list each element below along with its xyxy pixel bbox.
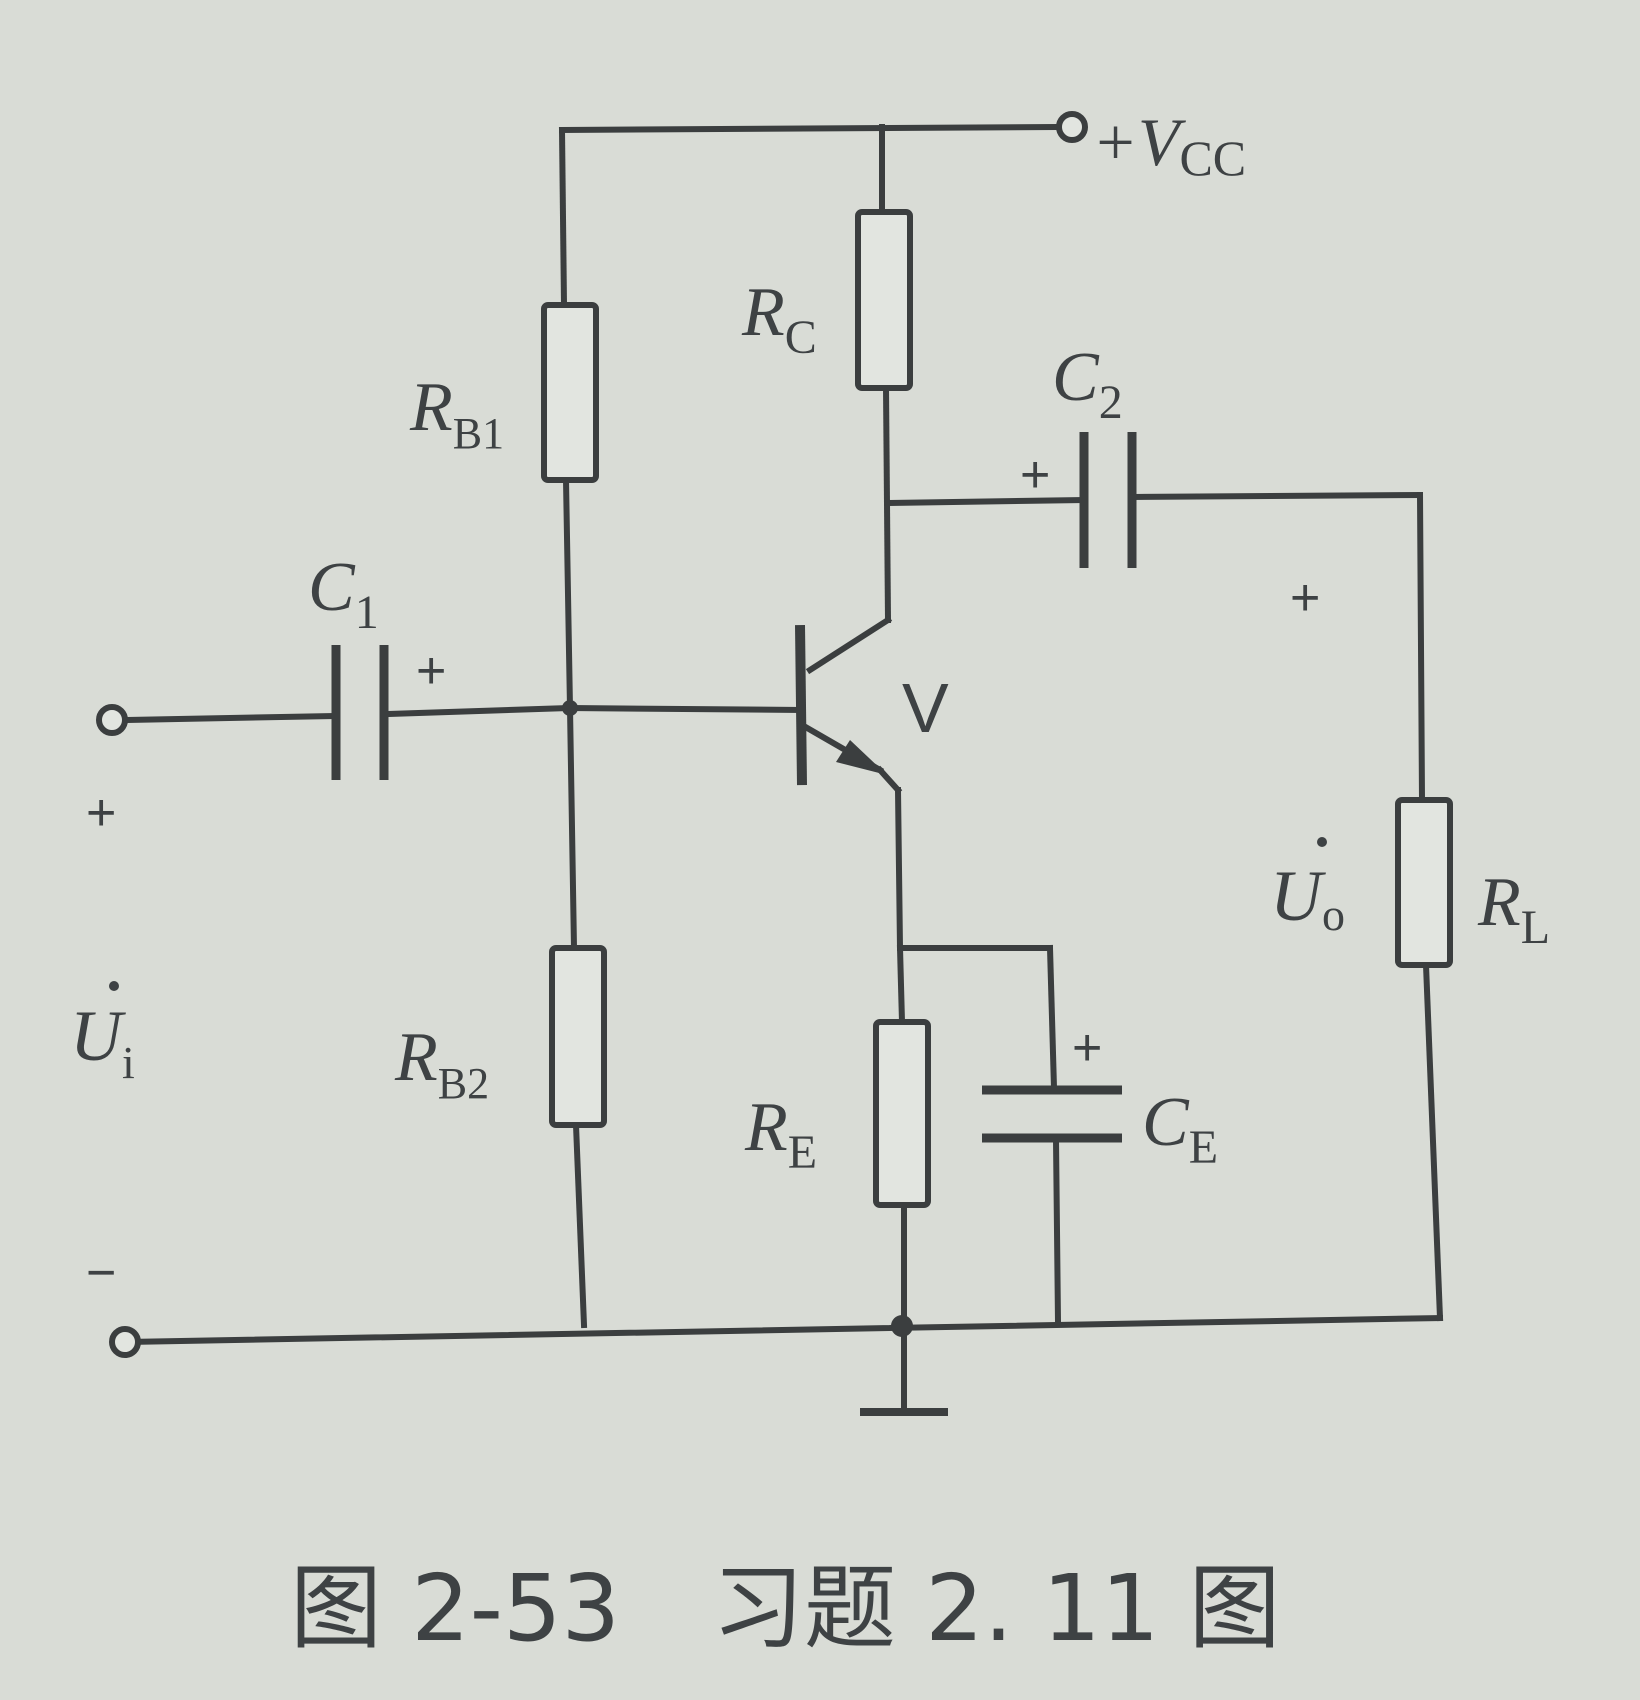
input-terminal-bottom (109, 1326, 141, 1358)
wire-emitter-down (894, 786, 904, 952)
resistor-rb2 (549, 945, 607, 1128)
wire-ce-top (1046, 944, 1058, 1092)
wire-rb1-top (558, 126, 568, 309)
wire-c2-to-rl (1130, 491, 1424, 501)
capacitor-ce (982, 1085, 1122, 1143)
output-plus-sign: + (1290, 569, 1320, 627)
junction-base-node (562, 700, 578, 716)
emitter-arrow (836, 740, 887, 775)
vcc-terminal (1056, 111, 1088, 143)
c2-label: C2 (1052, 339, 1123, 429)
svg-text:Uo: Uo (1270, 856, 1345, 940)
resistor-re (873, 1019, 931, 1208)
wire-base-node-to-rb2 (566, 704, 578, 952)
wire-rl-bottom (1422, 961, 1444, 1322)
rb2-label: RB2 (394, 1019, 489, 1108)
vcc-label: +VCC (1092, 104, 1246, 186)
rl-label: RL (1477, 864, 1550, 954)
wire-collector-to-c2 (884, 496, 1086, 507)
input-voltage-label: Ui (70, 981, 135, 1088)
wire-ce-bottom (1052, 1136, 1062, 1326)
transistor-npn (795, 624, 903, 795)
wire-rb2-to-ground (572, 1121, 588, 1329)
svg-text:Ui: Ui (70, 996, 135, 1088)
wire-emitter-to-re (896, 944, 906, 1026)
c2-plus-sign: + (1020, 446, 1050, 504)
resistor-rc (855, 209, 913, 391)
capacitor-c1 (331, 645, 389, 780)
wire-collector-bend (805, 615, 893, 675)
output-voltage-label: Uo (1270, 837, 1345, 940)
transistor-label: V (902, 669, 949, 747)
resistor-rl (1395, 797, 1453, 968)
vcc-rail (558, 123, 1059, 134)
ground-rail (121, 1314, 1444, 1346)
ce-label: CE (1142, 1084, 1218, 1174)
rb1-label: RB1 (409, 369, 504, 458)
input-plus-sign: + (86, 784, 116, 842)
capacitor-c2 (1079, 432, 1137, 568)
c1-plus-sign: + (416, 642, 446, 700)
wire-node-to-base (566, 704, 804, 714)
wire-rl-top (1416, 491, 1426, 804)
wires (121, 123, 1444, 1416)
resistor-rb1 (541, 302, 599, 483)
junction-ground-node (891, 1315, 913, 1337)
wire-input (121, 712, 336, 724)
wire-c1-to-node (384, 704, 574, 718)
input-terminal-top (96, 704, 128, 736)
input-minus-sign: − (86, 1244, 116, 1302)
rc-label: RC (741, 274, 817, 364)
figure-caption: 图 2-53 习题 2. 11 图 (290, 1555, 1281, 1662)
re-label: RE (744, 1089, 817, 1179)
ce-plus-sign: + (1072, 1019, 1102, 1077)
wire-rb1-to-base-node (562, 476, 574, 712)
c1-label: C1 (308, 549, 379, 639)
